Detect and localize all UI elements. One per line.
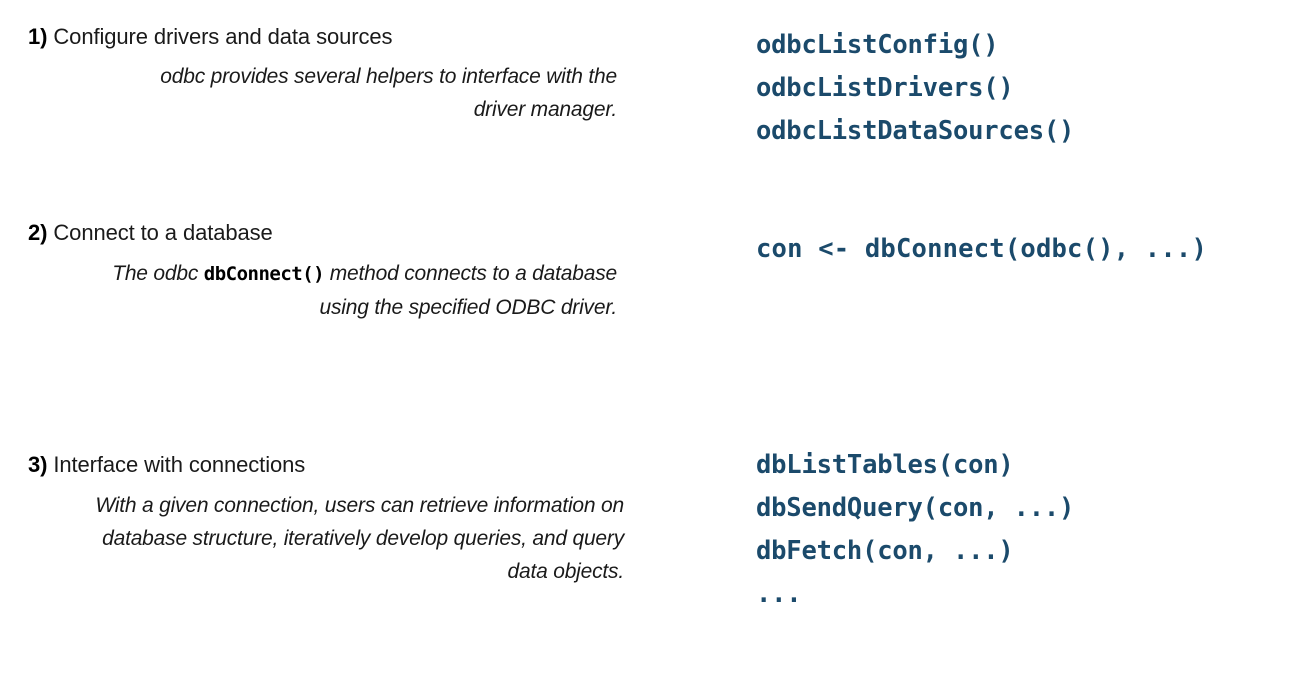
step-2-number: 2) xyxy=(28,220,48,245)
code-line: dbSendQuery(con, ...) xyxy=(756,493,1075,523)
code-line: dbFetch(con, ...) xyxy=(756,536,1014,566)
code-line: odbcListConfig() xyxy=(756,30,999,60)
code-line: odbcListDataSources() xyxy=(756,116,1075,146)
step-2-description-after: method connects to a database using the … xyxy=(319,262,618,319)
step-3-title: Interface with connections xyxy=(53,452,306,477)
code-group-2: con <- dbConnect(odbc(), ...) xyxy=(756,228,1302,271)
code-line: con <- dbConnect(odbc(), ...) xyxy=(756,234,1208,264)
step-1-description-text: odbc provides several helpers to interfa… xyxy=(160,65,617,121)
step-1-description: odbc provides several helpers to interfa… xyxy=(0,60,660,126)
step-2-title: Connect to a database xyxy=(53,220,273,245)
code-column: odbcListConfig() odbcListDrivers() odbcL… xyxy=(756,0,1302,682)
code-line-ellipsis: ... xyxy=(756,579,802,609)
step-item-3: 3) Interface with connections With a giv… xyxy=(0,450,660,588)
step-item-2: 2) Connect to a database The odbc dbConn… xyxy=(0,218,660,324)
step-3-description-text: With a given connection, users can retri… xyxy=(95,494,624,583)
step-2-inline-code: dbConnect() xyxy=(203,263,325,285)
step-1-number: 1) xyxy=(28,24,48,49)
code-group-3: dbListTables(con) dbSendQuery(con, ...) … xyxy=(756,444,1302,616)
step-3-description: With a given connection, users can retri… xyxy=(0,489,660,588)
step-2-description: The odbc dbConnect() method connects to … xyxy=(0,257,660,324)
steps-column: 1) Configure drivers and data sources od… xyxy=(0,22,660,588)
step-2-heading: 2) Connect to a database xyxy=(0,218,660,248)
code-line: dbListTables(con) xyxy=(756,450,1014,480)
step-3-heading: 3) Interface with connections xyxy=(0,450,660,480)
step-3-number: 3) xyxy=(28,452,48,477)
step-1-title: Configure drivers and data sources xyxy=(53,24,393,49)
code-line: odbcListDrivers() xyxy=(756,73,1014,103)
code-group-1: odbcListConfig() odbcListDrivers() odbcL… xyxy=(756,24,1302,153)
step-2-description-before: The odbc xyxy=(112,262,204,285)
step-item-1: 1) Configure drivers and data sources od… xyxy=(0,22,660,126)
step-1-heading: 1) Configure drivers and data sources xyxy=(0,22,660,52)
